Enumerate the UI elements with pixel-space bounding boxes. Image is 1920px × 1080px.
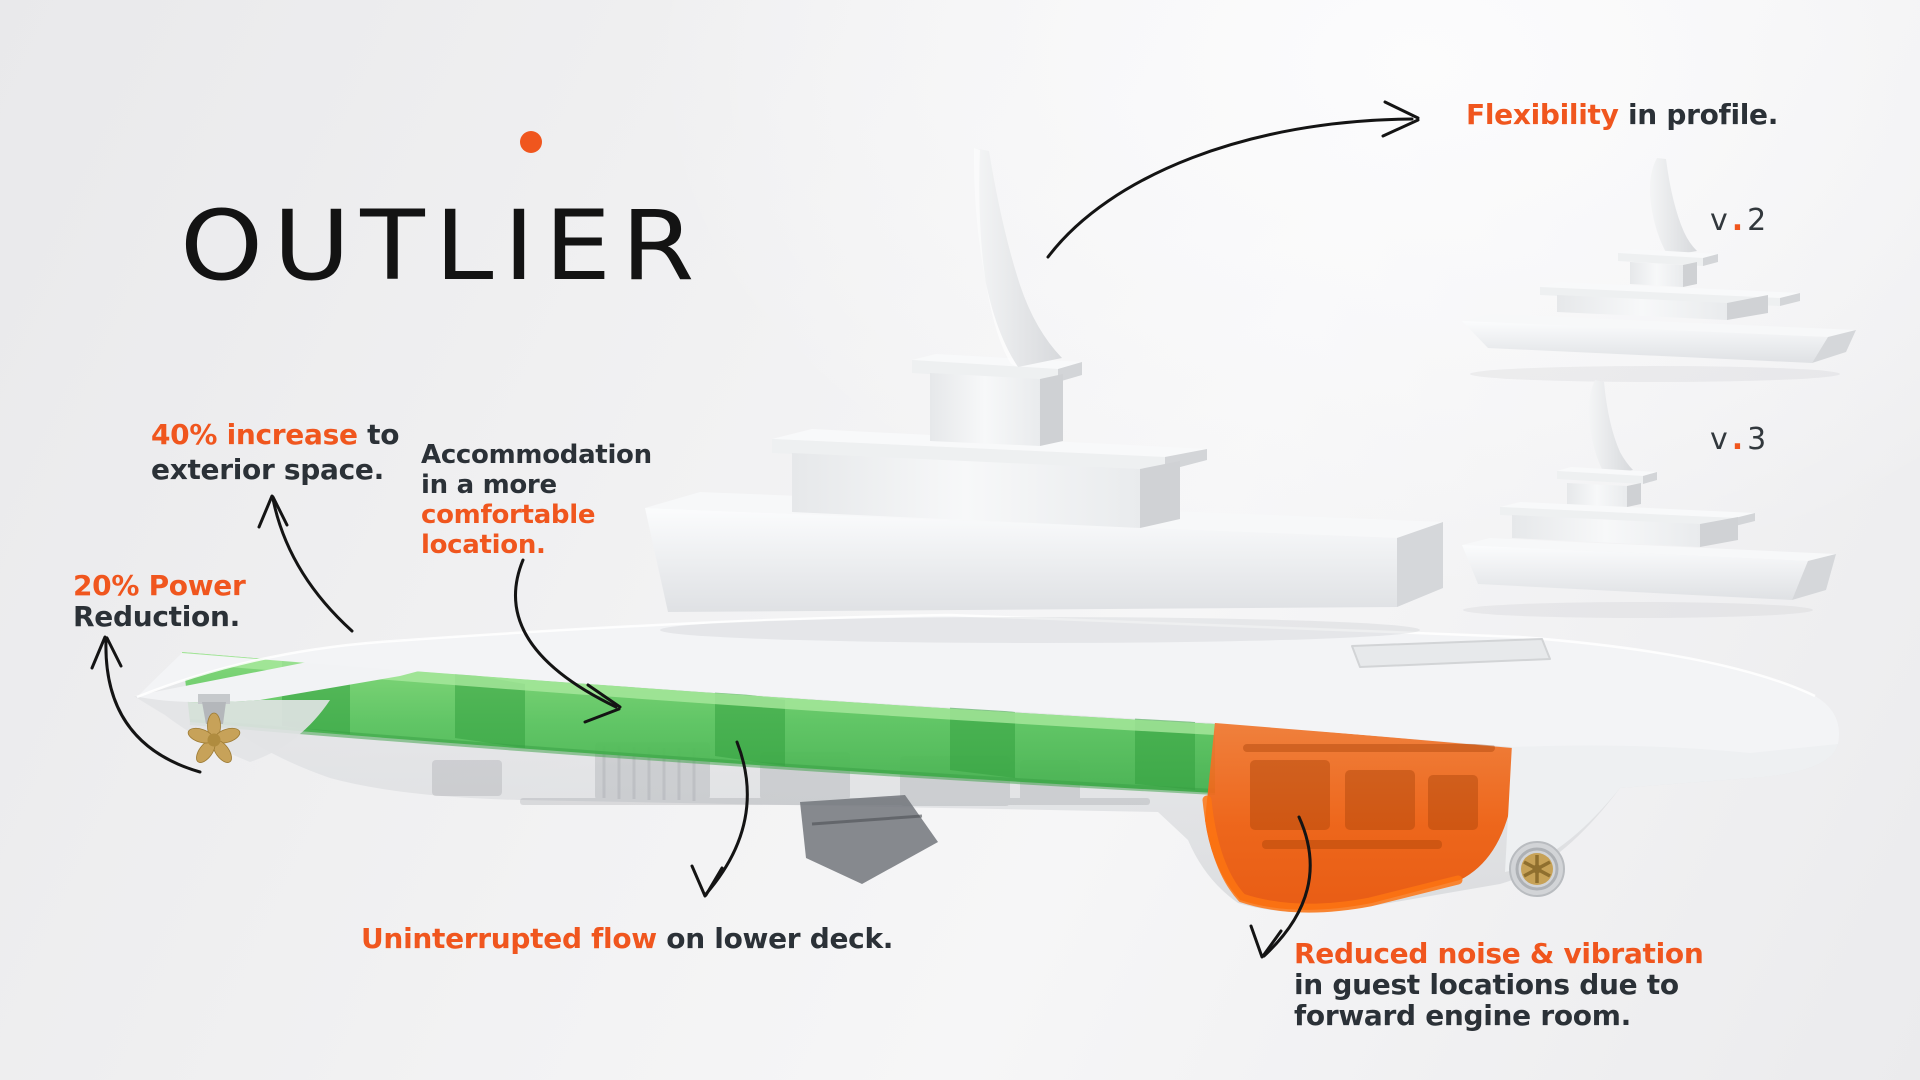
callout-noise-line3: forward engine room. [1294, 999, 1631, 1032]
green-lower-deck [182, 652, 1216, 795]
arrow-engine-room [1249, 815, 1312, 959]
callout-flow-rest: on lower deck. [656, 922, 894, 955]
superstructure-v3 [1462, 380, 1836, 618]
callout-noise-line1: Reduced noise & vibration [1294, 937, 1704, 970]
callout-noise-vibration: Reduced noise & vibration in guest locat… [1294, 938, 1704, 1031]
v3-orange-dot: . [1731, 422, 1748, 457]
callout-lower-deck-flow: Uninterrupted flow on lower deck. [361, 922, 893, 956]
deck-hatch-detail [1351, 638, 1551, 668]
v2-orange-dot: . [1731, 203, 1748, 238]
brand-logo: OUTLIER [180, 190, 705, 302]
callout-power-line1: 20% Power [73, 569, 246, 602]
superstructure-v2 [1462, 158, 1856, 382]
callout-accommodation-line4: location. [421, 530, 546, 560]
bow-thruster-icon [187, 694, 241, 763]
callout-flexibility-rest: in profile. [1618, 98, 1779, 131]
superstructure-shadow [660, 617, 1420, 643]
arrow-exterior-space [257, 494, 354, 633]
hull [134, 613, 1840, 913]
callout-flow-highlight: Uninterrupted flow [361, 922, 657, 955]
version-label-v2: v.2 [1710, 203, 1771, 238]
callout-exterior-space: 40% increase to exterior space. [151, 417, 399, 487]
engine-room-orange [1202, 722, 1512, 913]
arrow-flexibility [1046, 100, 1420, 259]
arrow-lower-deck [690, 740, 749, 898]
callout-accommodation-line3: comfortable [421, 500, 596, 530]
callout-exterior-line1: 40% increase to [151, 418, 400, 451]
callout-accommodation: Accommodation in a more comfortable loca… [421, 440, 652, 560]
mast-fin [973, 148, 1062, 367]
stabilizer-fin [800, 795, 938, 884]
stern-waterjet-icon [1509, 841, 1565, 897]
callout-noise-line2: in guest locations due to [1294, 968, 1679, 1001]
callout-flexibility-highlight: Flexibility [1466, 98, 1619, 131]
superstructure-v1 [645, 148, 1443, 612]
callout-accommodation-line1: Accommodation [421, 440, 652, 470]
arrow-accommodation [514, 558, 622, 724]
callout-flexibility: Flexibility in profile. [1466, 97, 1778, 133]
callout-accommodation-line2: in a more [421, 470, 557, 500]
logo-accent-dot [520, 131, 542, 153]
callout-power-reduction: 20% Power Reduction. [73, 570, 246, 632]
version-label-v3: v.3 [1710, 422, 1771, 457]
arrow-power-reduction [90, 635, 202, 774]
callout-power-line2: Reduction. [73, 600, 240, 633]
callout-exterior-line2: exterior space. [151, 453, 384, 486]
